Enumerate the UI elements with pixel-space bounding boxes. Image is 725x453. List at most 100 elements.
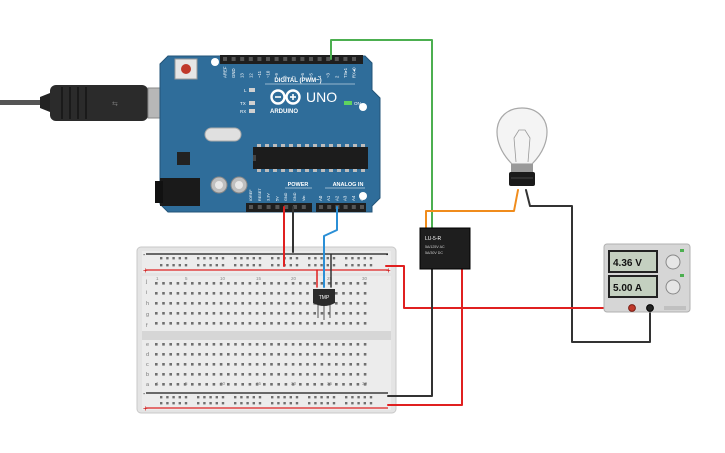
- analog-header[interactable]: [316, 203, 366, 212]
- chip-pin: [273, 169, 277, 172]
- chip-pin: [305, 169, 309, 172]
- breadboard-hole: [363, 353, 367, 356]
- wire-green-signal[interactable]: [330, 39, 433, 241]
- rail-hole: [178, 396, 181, 399]
- digital-pin-label: ~3: [326, 72, 331, 78]
- digital-pin-hole: [317, 57, 322, 61]
- arduino-model-text: UNO: [306, 89, 337, 105]
- chip-pin: [321, 169, 325, 172]
- breadboard-hole: [205, 373, 208, 376]
- breadboard-hole: [183, 363, 187, 366]
- breadboard-hole: [241, 282, 244, 285]
- breadboard-hole: [363, 322, 367, 325]
- breadboard-hole: [191, 292, 194, 295]
- breadboard-hole: [248, 302, 252, 305]
- light-bulb[interactable]: [496, 107, 548, 186]
- breadboard-hole: [162, 383, 165, 386]
- power-header-label: POWER: [288, 182, 309, 188]
- breadboard-hole: [155, 302, 158, 305]
- breadboard-hole: [270, 302, 273, 305]
- digital-header[interactable]: [220, 55, 363, 64]
- crystal-oscillator: [204, 127, 242, 142]
- reset-button-cap[interactable]: [181, 64, 191, 74]
- chip-pin: [257, 169, 261, 172]
- rail-hole: [184, 257, 188, 260]
- digital-pin-label: ~5: [309, 72, 314, 78]
- breadboard-hole: [277, 312, 280, 315]
- rail-minus-label-top-right: -: [386, 252, 389, 259]
- current-knob[interactable]: [665, 279, 681, 295]
- breadboard-hole: [306, 302, 309, 305]
- row-letter: b: [146, 372, 149, 378]
- rail-hole: [172, 264, 175, 267]
- digital-pin-label: 13: [240, 73, 245, 78]
- breadboard-hole: [255, 312, 259, 315]
- breadboard-hole: [327, 363, 331, 366]
- wire-red-relay-power[interactable]: [387, 261, 463, 406]
- wire-blue-analog[interactable]: [323, 206, 338, 288]
- rail-hole: [351, 402, 354, 405]
- breadboard-hole: [284, 353, 288, 356]
- positive-terminal[interactable]: [628, 304, 636, 312]
- breadboard-hole: [241, 383, 244, 386]
- breadboard-hole: [270, 292, 273, 295]
- analog-pin-label: A0: [318, 195, 323, 201]
- relay[interactable]: LU-5-R 5A/125V AC 5A/30V DC: [419, 227, 471, 270]
- breadboard-hole: [349, 302, 352, 305]
- rail-hole: [166, 402, 169, 405]
- breadboard-hole: [284, 373, 288, 376]
- breadboard-hole: [299, 383, 302, 386]
- wire-red-supply[interactable]: [385, 265, 633, 309]
- temperature-sensor[interactable]: TMP: [313, 289, 335, 320]
- breadboard-hole: [219, 383, 223, 386]
- breadboard-hole: [349, 312, 352, 315]
- digital-pin-hole: [283, 57, 288, 61]
- breadboard-hole: [169, 383, 172, 386]
- breadboard-hole: [212, 363, 216, 366]
- breadboard-hole: [219, 312, 223, 315]
- breadboard-hole: [198, 312, 201, 315]
- breadboard-hole: [342, 302, 345, 305]
- column-number: 1: [156, 276, 159, 281]
- negative-terminal[interactable]: [646, 304, 654, 312]
- digital-pin-holes: [223, 57, 356, 61]
- breadboard-hole: [241, 292, 244, 295]
- relay-rating-dc: 5A/30V DC: [425, 251, 443, 255]
- breadboard-hole: [205, 383, 208, 386]
- breadboard-hole: [162, 312, 165, 315]
- breadboard-hole: [306, 363, 309, 366]
- power-supply[interactable]: 4.36 V 5.00 A: [603, 243, 691, 313]
- rail-hole: [345, 402, 348, 405]
- column-number: 15: [256, 276, 262, 281]
- breadboard-hole: [306, 353, 309, 356]
- breadboard-hole: [205, 302, 208, 305]
- usb-cable[interactable]: ⇆: [0, 85, 179, 121]
- dc-power-jack[interactable]: [160, 178, 200, 206]
- breadboard-hole: [270, 312, 273, 315]
- bulb-neck: [511, 164, 533, 172]
- breadboard-hole: [176, 343, 180, 346]
- voltage-knob[interactable]: [665, 254, 681, 270]
- wire-black-bulb-return[interactable]: [525, 189, 651, 343]
- breadboard-hole: [248, 353, 252, 356]
- led-rx: [249, 109, 255, 113]
- breadboard-hole: [320, 383, 324, 386]
- breadboard-hole: [248, 373, 252, 376]
- rail-minus-label-bottom: -: [143, 391, 146, 398]
- breadboard-hole: [263, 383, 266, 386]
- breadboard[interactable]: - + - + - + j i h g f e d c b a 1 5 10 1…: [136, 246, 397, 414]
- breadboard-hole: [219, 353, 223, 356]
- breadboard-hole: [270, 322, 273, 325]
- breadboard-hole: [255, 322, 259, 325]
- rail-hole: [221, 264, 225, 267]
- breadboard-hole: [320, 322, 324, 325]
- breadboard-hole: [219, 373, 223, 376]
- rail-hole: [314, 402, 317, 405]
- wire-black-relay-gnd[interactable]: [387, 261, 433, 397]
- wire-orange-bulb[interactable]: [425, 189, 519, 241]
- breadboard-hole: [219, 282, 223, 285]
- breadboard-hole: [320, 373, 324, 376]
- power-pin-hole: [257, 205, 262, 209]
- rail-hole: [166, 264, 169, 267]
